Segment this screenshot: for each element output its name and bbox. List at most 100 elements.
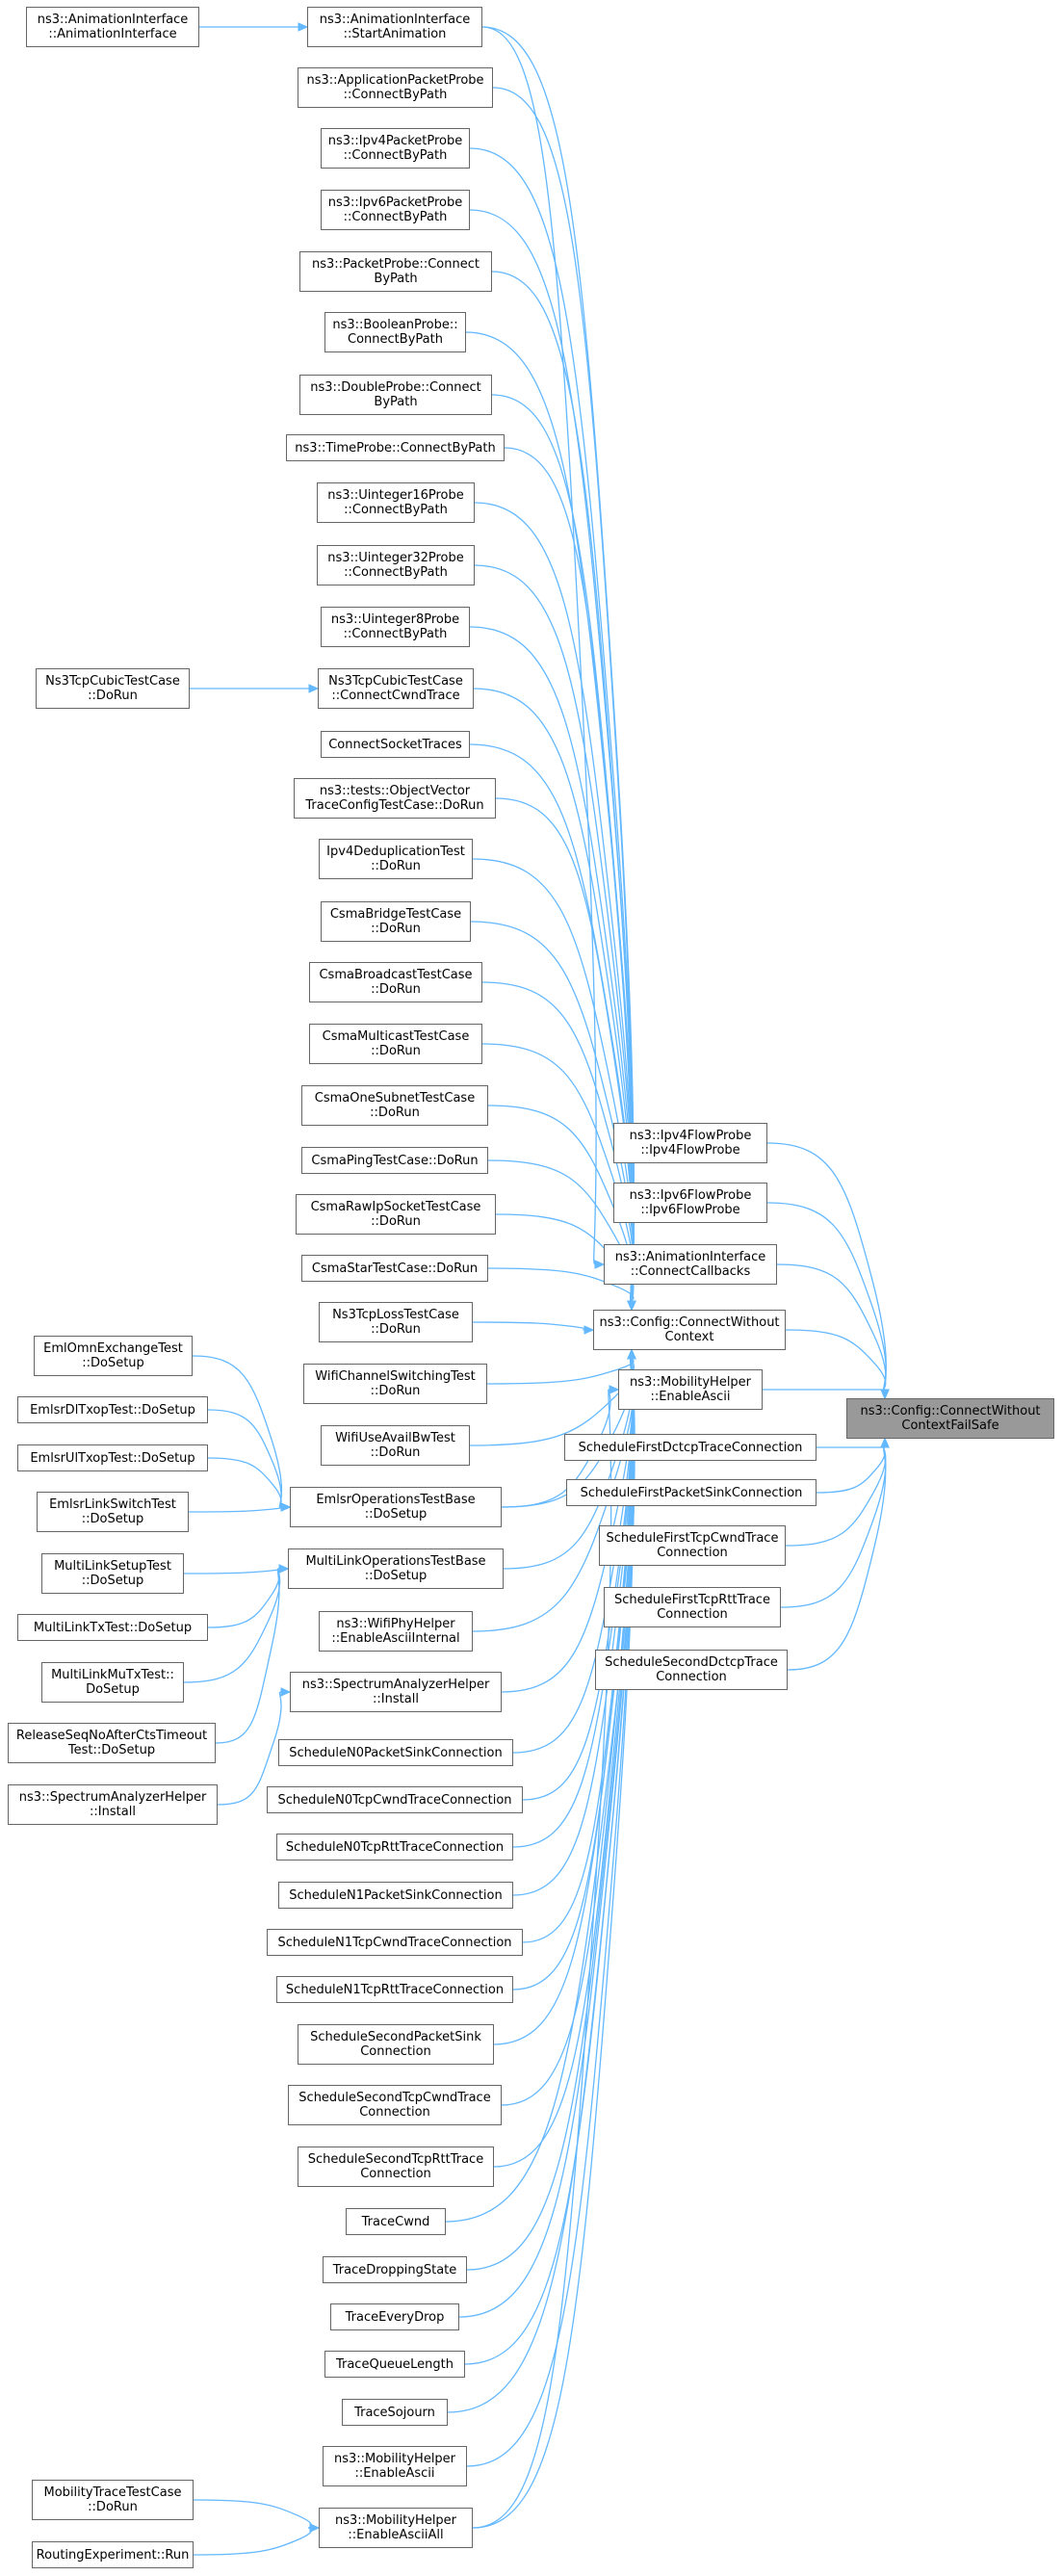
node-label-line: ::DoSetup (81, 1574, 144, 1588)
caller-node-ns3-mobilityhelper-enableasciiall[interactable]: ns3::MobilityHelper::EnableAsciiAll (319, 2508, 473, 2548)
caller-node-csmarawipsockettestcase-dorun[interactable]: CsmaRawIpSocketTestCase::DoRun (296, 1194, 496, 1235)
node-label-line: Connection (657, 1607, 728, 1622)
node-label-line: ByPath (374, 395, 418, 409)
caller-node-emlsrdltxoptest-dosetup[interactable]: EmlsrDlTxopTest::DoSetup (17, 1396, 208, 1423)
caller-node-wifiuseavailbwtest-dorun[interactable]: WifiUseAvailBwTest::DoRun (321, 1425, 470, 1466)
node-label-line: RoutingExperiment::Run (36, 2547, 190, 2563)
node-label-line: TraceCwnd (361, 2214, 430, 2229)
caller-node-ns3-ipv4flowprobe-ipv4flowprobe[interactable]: ns3::Ipv4FlowProbe::Ipv4FlowProbe (613, 1123, 767, 1163)
node-label-line: ScheduleSecondPacketSink (310, 2030, 481, 2044)
caller-node-ns3-mobilityhelper-enableascii[interactable]: ns3::MobilityHelper::EnableAscii (618, 1369, 763, 1410)
node-label-line: ByPath (374, 272, 418, 286)
caller-node-ns3-uinteger32probe-connectbypath[interactable]: ns3::Uinteger32Probe::ConnectByPath (317, 545, 475, 585)
caller-node-multilinkmutxtest-dosetup[interactable]: MultiLinkMuTxTest::DoSetup (41, 1662, 184, 1703)
caller-node-csmapingtestcase-dorun[interactable]: CsmaPingTestCase::DoRun (301, 1147, 488, 1174)
node-label-line: CsmaBroadcastTestCase (319, 968, 473, 982)
caller-node-ns3-uinteger8probe-connectbypath[interactable]: ns3::Uinteger8Probe::ConnectByPath (321, 607, 470, 647)
caller-node-ns3-booleanprobe-connectbypath[interactable]: ns3::BooleanProbe::ConnectByPath (324, 312, 466, 352)
caller-node-tracequeuelength[interactable]: TraceQueueLength (324, 2351, 465, 2378)
edge-app-to-cw (492, 87, 635, 1302)
node-label-line: ::ConnectByPath (343, 627, 448, 641)
node-label-line: ns3::Config::ConnectWithout (860, 1404, 1041, 1418)
caller-node-ns3tcpcubictestcase-connectcwndtrace[interactable]: Ns3TcpCubicTestCase::ConnectCwndTrace (318, 668, 474, 709)
caller-node-csmabroadcasttestcase-dorun[interactable]: CsmaBroadcastTestCase::DoRun (309, 962, 482, 1002)
caller-node-ns3-spectrumanalyzerhelper-install[interactable]: ns3::SpectrumAnalyzerHelper::Install (8, 1784, 218, 1825)
caller-node-emlomnexchangetest-dosetup[interactable]: EmlOmnExchangeTest::DoSetup (34, 1336, 193, 1376)
caller-node-schedulefirstpacketsinkconnection[interactable]: ScheduleFirstPacketSinkConnection (566, 1479, 817, 1506)
caller-node-schedulefirstdctcptraceconnection[interactable]: ScheduleFirstDctcpTraceConnection (564, 1434, 817, 1461)
node-label-line: ::DoRun (371, 859, 421, 873)
node-label-line: Context (664, 1330, 714, 1344)
node-label-line: ScheduleN0TcpRttTraceConnection (285, 1839, 505, 1855)
caller-node-ns3-timeprobe-connectbypath[interactable]: ns3::TimeProbe::ConnectByPath (286, 434, 505, 461)
caller-node-multilinkoperationstestbase-dosetup[interactable]: MultiLinkOperationsTestBase::DoSetup (288, 1548, 504, 1589)
caller-node-schedulen1tcprtttraceconnection[interactable]: ScheduleN1TcpRttTraceConnection (276, 1976, 513, 2003)
caller-node-csmastartestcase-dorun[interactable]: CsmaStarTestCase::DoRun (301, 1255, 488, 1282)
caller-node-ns3-uinteger16probe-connectbypath[interactable]: ns3::Uinteger16Probe::ConnectByPath (317, 482, 475, 523)
caller-node-ns3-ipv6packetprobe-connectbypath[interactable]: ns3::Ipv6PacketProbe::ConnectByPath (321, 190, 470, 230)
caller-node-schedulen1tcpcwndtraceconnection[interactable]: ScheduleN1TcpCwndTraceConnection (267, 1929, 523, 1956)
caller-node-schedulen0packetsinkconnection[interactable]: ScheduleN0PacketSinkConnection (278, 1739, 513, 1766)
caller-node-ns3-animationinterface-startanimation[interactable]: ns3::AnimationInterface::StartAnimation (307, 7, 482, 47)
caller-node-ns3tcpcubictestcase-dorun[interactable]: Ns3TcpCubicTestCase::DoRun (36, 668, 190, 709)
caller-node-multilinksetuptest-dosetup[interactable]: MultiLinkSetupTest::DoSetup (41, 1553, 184, 1594)
caller-node-ns3-mobilityhelper-enableascii[interactable]: ns3::MobilityHelper::EnableAscii (323, 2446, 467, 2486)
caller-node-traceeverydrop[interactable]: TraceEveryDrop (330, 2303, 459, 2330)
caller-node-csmaonesubnettestcase-dorun[interactable]: CsmaOneSubnetTestCase::DoRun (301, 1085, 488, 1126)
caller-node-tracesojourn[interactable]: TraceSojourn (342, 2399, 448, 2426)
caller-node-schedulen0tcpcwndtraceconnection[interactable]: ScheduleN0TcpCwndTraceConnection (267, 1786, 523, 1813)
node-label-line: ::DoRun (370, 1384, 421, 1398)
caller-node-ns3-ipv6flowprobe-ipv6flowprobe[interactable]: ns3::Ipv6FlowProbe::Ipv6FlowProbe (613, 1183, 767, 1223)
caller-node-ns3tcplosstestcase-dorun[interactable]: Ns3TcpLossTestCase::DoRun (319, 1302, 473, 1342)
node-label-line: ::ConnectByPath (343, 210, 448, 224)
node-label-line: ScheduleN0TcpCwndTraceConnection (277, 1792, 512, 1808)
node-label-line: TraceEveryDrop (345, 2309, 445, 2325)
caller-node-ns3-applicationpacketprobe-connectbypath[interactable]: ns3::ApplicationPacketProbe::ConnectByPa… (298, 67, 493, 108)
caller-node-mobilitytracetestcase-dorun[interactable]: MobilityTraceTestCase::DoRun (32, 2480, 194, 2520)
node-label-line: EmlOmnExchangeTest (43, 1341, 183, 1356)
node-label-line: ::DoSetup (364, 1569, 428, 1583)
node-label-line: ns3::Uinteger32Probe (327, 551, 464, 565)
caller-node-ns3-animationinterface-connectcallbacks[interactable]: ns3::AnimationInterface::ConnectCallback… (604, 1244, 777, 1285)
caller-node-routingexperiment-run[interactable]: RoutingExperiment::Run (32, 2541, 194, 2568)
edge-sftrtt-to-t (780, 1446, 887, 1608)
caller-node-emlsroperationstestbase-dosetup[interactable]: EmlsrOperationsTestBase::DoSetup (290, 1487, 502, 1527)
node-label-line: ns3::Ipv4FlowProbe (629, 1129, 752, 1143)
caller-node-multilinktxtest-dosetup[interactable]: MultiLinkTxTest::DoSetup (17, 1614, 208, 1641)
caller-node-emlsrlinkswitchtest-dosetup[interactable]: EmlsrLinkSwitchTest::DoSetup (37, 1492, 189, 1532)
caller-node-schedulen1packetsinkconnection[interactable]: ScheduleN1PacketSinkConnection (278, 1882, 513, 1909)
caller-node-wifichannelswitchingtest-dorun[interactable]: WifiChannelSwitchingTest::DoRun (303, 1364, 487, 1404)
caller-node-ipv4deduplicationtest-dorun[interactable]: Ipv4DeduplicationTest::DoRun (319, 839, 473, 879)
edge-mls-to-mlotb (183, 1568, 281, 1574)
caller-node-ns3-spectrumanalyzerhelper-install[interactable]: ns3::SpectrumAnalyzerHelper::Install (290, 1672, 502, 1712)
node-label-line: ScheduleFirstPacketSinkConnection (580, 1485, 803, 1500)
caller-node-csmamulticasttestcase-dorun[interactable]: CsmaMulticastTestCase::DoRun (309, 1024, 482, 1064)
arrowhead-ssdctp-to-t (880, 1437, 890, 1448)
node-label-line: ::StartAnimation (343, 27, 447, 41)
caller-node-emlsrultxoptest-dosetup[interactable]: EmlsrUlTxopTest::DoSetup (17, 1444, 208, 1471)
caller-node-schedulen0tcprtttraceconnection[interactable]: ScheduleN0TcpRttTraceConnection (276, 1834, 513, 1860)
caller-node-tracecwnd[interactable]: TraceCwnd (346, 2208, 446, 2235)
node-label-line: ::DoRun (371, 1214, 421, 1229)
caller-node-ns3-wifiphyhelper-enableasciiinternal[interactable]: ns3::WifiPhyHelper::EnableAsciiInternal (319, 1611, 473, 1652)
caller-node-ns3-animationinterface-animationinterface[interactable]: ns3::AnimationInterface::AnimationInterf… (26, 7, 199, 47)
caller-node-csmabridgetestcase-dorun[interactable]: CsmaBridgeTestCase::DoRun (321, 901, 471, 942)
node-label-line: ns3::DoubleProbe::Connect (310, 380, 481, 395)
caller-node-ns3-ipv4packetprobe-connectbypath[interactable]: ns3::Ipv4PacketProbe::ConnectByPath (321, 128, 470, 169)
caller-node-tracedroppingstate[interactable]: TraceDroppingState (323, 2256, 467, 2283)
caller-node-connectsockettraces[interactable]: ConnectSocketTraces (321, 731, 470, 758)
node-label-line: ns3::TimeProbe::ConnectByPath (295, 440, 496, 455)
node-label-line: ns3::Uinteger8Probe (330, 612, 460, 627)
